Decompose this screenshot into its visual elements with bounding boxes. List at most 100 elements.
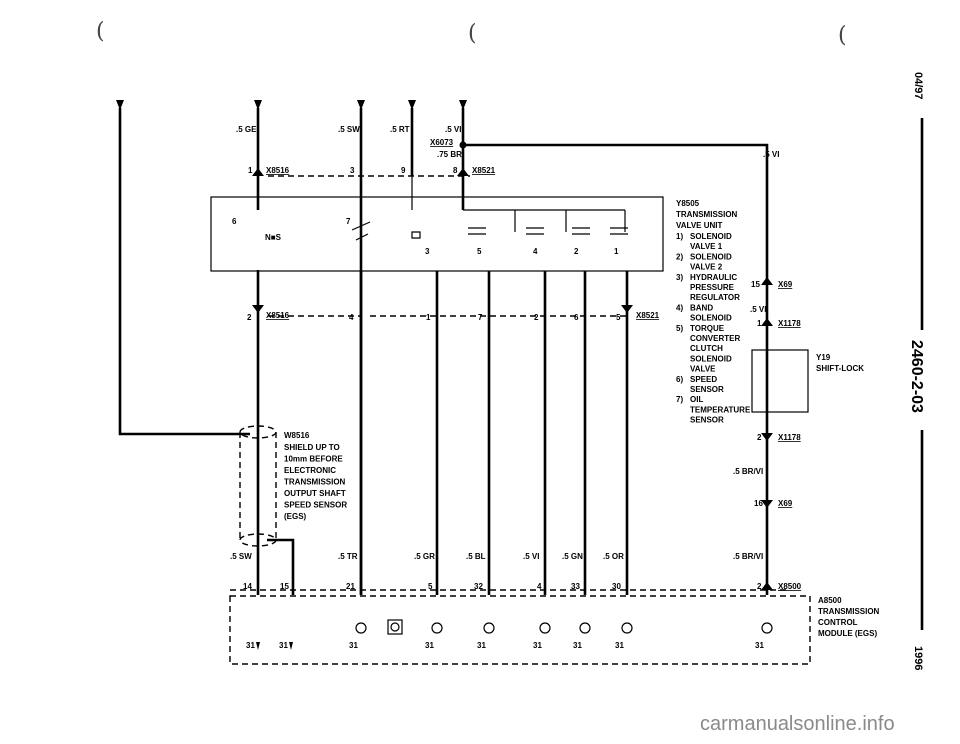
label-pin-2-lower: 2: [247, 313, 252, 322]
module-title-1: A8500: [818, 596, 842, 605]
label-bottom-pin-15: 15: [280, 582, 289, 591]
shift-lock-box: [751, 349, 809, 413]
label-pin-9: 9: [401, 166, 406, 175]
label-wire-sw: .5 SW: [338, 125, 360, 134]
shield-id: W8516: [284, 431, 310, 440]
ground-label: 31: [615, 641, 624, 650]
label-pin-2-bottom: 2: [757, 582, 762, 591]
legend-item-text: SOLENOID: [690, 314, 732, 323]
label-sol-3: 3: [425, 247, 430, 256]
label-bottom-pin-14: 14: [243, 582, 252, 591]
label-x1178-bottom: X1178: [778, 433, 801, 442]
shield-label: W8516 SHIELD UP TO 10mm BEFORE ELECTRONIC T…: [284, 431, 347, 521]
shield-text-line: 10mm BEFORE: [284, 455, 343, 464]
solenoid-symbols: [351, 221, 628, 241]
legend-item-number: 6): [676, 375, 683, 384]
label-pin-3: 3: [350, 166, 355, 175]
legend-item-text: SENSOR: [690, 416, 724, 425]
ground-label: 31: [425, 641, 434, 650]
page-margin: 04/97 2460-2-03 1996: [908, 72, 925, 670]
label-lower-pin-5: 5: [616, 313, 621, 322]
label-pin-4-lower: 4: [349, 313, 354, 322]
legend-item-text: CONVERTER: [690, 334, 740, 343]
label-x8521-lower: X8521: [636, 311, 660, 320]
legend-item-text: CLUTCH: [690, 344, 723, 353]
ground-label: 31: [533, 641, 542, 650]
label-wire-vi-right: .5 VI: [763, 150, 779, 159]
ground-label: 31: [279, 641, 288, 650]
ground-label: 31: [246, 641, 255, 650]
label-pin-6: 6: [232, 217, 237, 226]
legend-title-1: Y8505: [676, 199, 700, 208]
legend-item-text: BAND: [690, 303, 713, 312]
label-sol-2: 2: [574, 247, 579, 256]
label-pin-16: 16: [754, 499, 763, 508]
ground-label: 31: [477, 641, 486, 650]
shield-text-line: ELECTRONIC: [284, 466, 336, 475]
label-bottom-pin-4: 4: [537, 582, 542, 591]
label-x8500: X8500: [778, 582, 802, 591]
legend: Y8505 TRANSMISSION VALVE UNIT 1)SOLENOID…: [676, 199, 751, 425]
legend-item-text: SPEED: [690, 375, 717, 384]
label-bottom-tr: .5 TR: [338, 552, 358, 561]
label-sol-4: 4: [533, 247, 538, 256]
module-title-4: MODULE (EGS): [818, 629, 877, 638]
label-bottom-pin-30: 30: [612, 582, 621, 591]
legend-item-text: VALVE 2: [690, 263, 723, 272]
label-x8516-top: X8516: [266, 166, 290, 175]
label-bottom-pin-32: 32: [474, 582, 483, 591]
label-pin-15: 15: [751, 280, 760, 289]
shield-text-line: SHIELD UP TO: [284, 443, 340, 452]
legend-item-text: SOLENOID: [690, 354, 732, 363]
label-x8521-top: X8521: [472, 166, 496, 175]
label-x69-top: X69: [778, 280, 793, 289]
legend-item-text: TEMPERATURE: [690, 405, 751, 414]
legend-title-3: VALVE UNIT: [676, 221, 722, 230]
label-wire-vi-mid: .5 VI: [750, 305, 766, 314]
label-bottom-vi: .5 VI: [523, 552, 539, 561]
label-sol-1: 1: [614, 247, 619, 256]
label-wire-br: .75 BR: [437, 150, 462, 159]
label-x1178-top: X1178: [778, 319, 801, 328]
label-bottom-gr: .5 GR: [414, 552, 435, 561]
label-wire-vi: .5 VI: [445, 125, 461, 134]
ground-symbols: [256, 619, 773, 650]
ground-label: 31: [755, 641, 764, 650]
shield-text-line: (EGS): [284, 512, 307, 521]
label-y19: Y19: [816, 353, 831, 362]
legend-item-number: 3): [676, 273, 683, 282]
connector-markers: [116, 100, 773, 590]
legend-item-number: 4): [676, 303, 683, 312]
label-wire-ge: .5 GE: [236, 125, 257, 134]
label-bottom-sw: .5 SW: [230, 552, 252, 561]
label-pin-1-right: 1: [757, 319, 762, 328]
label-bottom-pin-21: 21: [346, 582, 355, 591]
legend-title-2: TRANSMISSION: [676, 210, 738, 219]
label-bottom-bl: .5 BL: [466, 552, 486, 561]
label-lower-pin-1: 1: [426, 313, 431, 322]
module-box: [229, 595, 811, 665]
label-pin-7: 7: [346, 217, 351, 226]
legend-item-text: SOLENOID: [690, 252, 732, 261]
page-date: 04/97: [912, 72, 924, 100]
label-x69-bottom: X69: [778, 499, 793, 508]
label-nos: N■S: [265, 233, 282, 242]
ground-label: 31: [573, 641, 582, 650]
scan-mark-center: (: [468, 21, 477, 46]
label-pin-8: 8: [453, 166, 458, 175]
shield-text-line: OUTPUT SHAFT: [284, 489, 346, 498]
shield-text-line: TRANSMISSION: [284, 478, 346, 487]
label-pin-1: 1: [248, 166, 253, 175]
ground-label: 31: [349, 641, 358, 650]
scan-mark-left: (: [96, 19, 105, 44]
legend-item-text: TORQUE: [690, 324, 725, 333]
legend-item-number: 7): [676, 395, 683, 404]
legend-item-number: 2): [676, 252, 683, 261]
legend-item-text: REGULATOR: [690, 293, 740, 302]
shield-text-line: SPEED SENSOR: [284, 501, 347, 510]
legend-item-text: VALVE 1: [690, 242, 723, 251]
label-bottom-gn: .5 GN: [562, 552, 583, 561]
label-x6073: X6073: [430, 138, 454, 147]
watermark: carmanualsonline.info: [700, 713, 895, 735]
